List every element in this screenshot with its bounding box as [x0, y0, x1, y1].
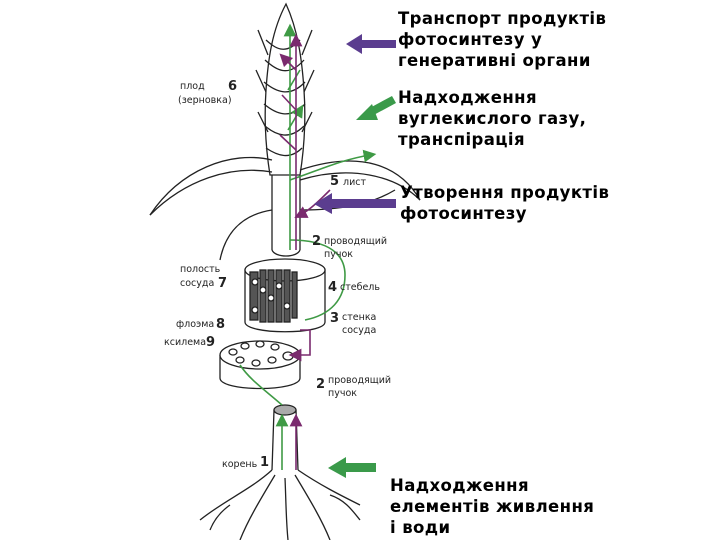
- label-xylem-num: 9: [206, 335, 215, 350]
- root-system: [200, 405, 360, 540]
- label-vessel-wall-num: 3: [330, 311, 339, 326]
- label-bundle-top: проводящий: [324, 236, 387, 247]
- label-stem: стебель: [340, 282, 380, 293]
- caption-formation: Утворення продуктів фотосинтезу: [400, 182, 609, 224]
- arrow-nutrient-intake: [328, 457, 376, 478]
- arrow-co2-intake: [356, 96, 396, 120]
- arrow-transport: [346, 34, 396, 54]
- label-fruit: плод: [180, 81, 205, 92]
- label-xylem: ксилема: [164, 337, 206, 348]
- label-leaf-num: 5: [330, 174, 339, 189]
- label-phloem: флоэма: [176, 319, 214, 330]
- caption-co2-intake: Надходження вуглекислого газу, транспіра…: [398, 87, 586, 150]
- label-bundle-top-2: пучок: [324, 249, 353, 260]
- label-vessel-wall: стенка: [342, 312, 376, 323]
- label-vessel-cavity-2: сосуда: [180, 278, 214, 289]
- label-stem-num: 4: [328, 280, 337, 295]
- label-bundle-bottom-2: пучок: [328, 388, 357, 399]
- stem-cross-section: [245, 259, 325, 332]
- label-bundle-bottom: проводящий: [328, 375, 391, 386]
- label-phloem-num: 8: [216, 317, 225, 332]
- label-grain: (зерновка): [178, 95, 232, 106]
- label-bundle-top-num: 2: [312, 234, 321, 249]
- label-vessel-cavity: полость: [180, 264, 221, 275]
- bundle-cross-section: [220, 341, 300, 389]
- wheat-ear: [256, 4, 314, 175]
- label-bundle-bottom-num: 2: [316, 377, 325, 392]
- label-vessel-cavity-num: 7: [218, 276, 227, 291]
- label-leaf: лист: [343, 177, 366, 188]
- caption-transport: Транспорт продуктів фотосинтезу у генера…: [398, 8, 606, 71]
- label-root: корень: [222, 459, 258, 470]
- label-root-num: 1: [260, 455, 269, 470]
- label-vessel-wall-2: сосуда: [342, 325, 376, 336]
- caption-nutrient-intake: Надходження елементів живлення і води: [390, 475, 594, 538]
- label-fruit-num: 6: [228, 79, 237, 94]
